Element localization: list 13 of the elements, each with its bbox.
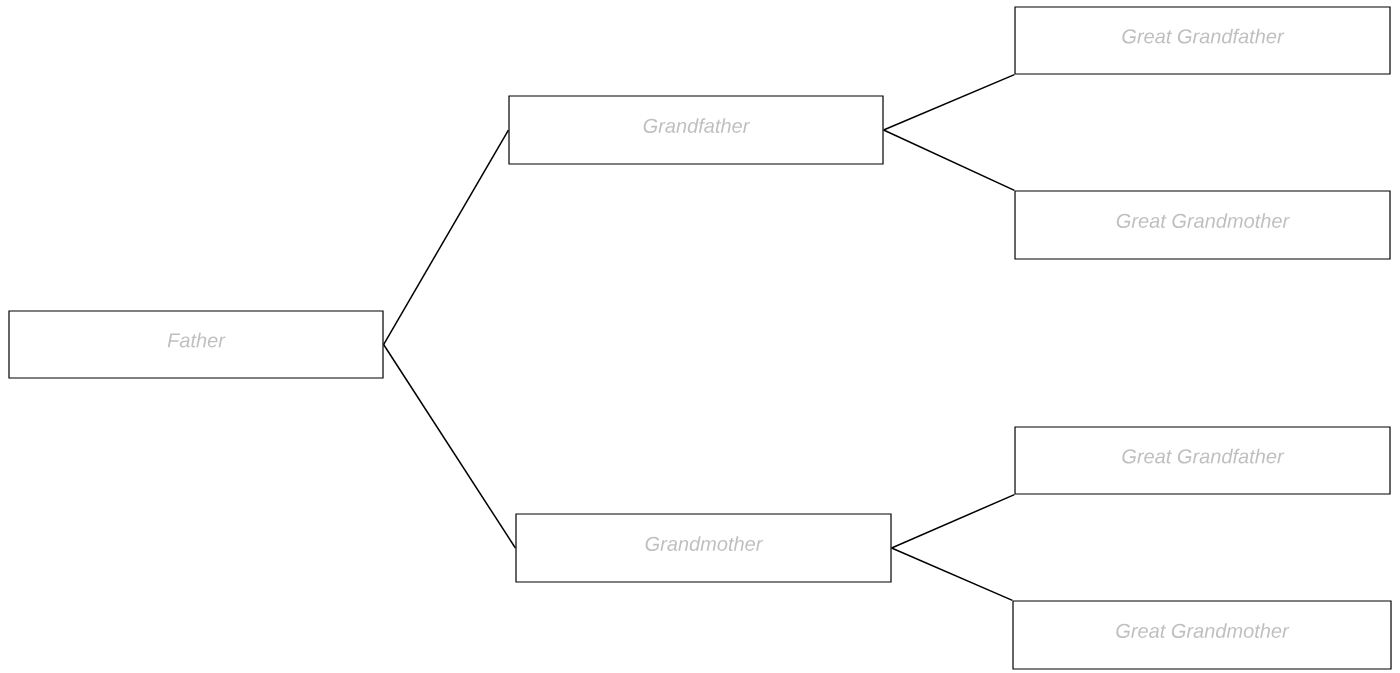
- connector-line: [382, 129, 510, 346]
- connector-line: [890, 493, 1016, 549]
- person-box: Great Grandmother: [1012, 600, 1392, 670]
- connector-line: [890, 547, 1014, 602]
- person-box: Great Grandfather: [1014, 6, 1391, 75]
- person-box: Grandfather: [508, 95, 884, 165]
- connector-line: [882, 129, 1016, 192]
- person-box: Father: [8, 310, 384, 379]
- connector-line: [382, 343, 517, 549]
- connector-line: [882, 73, 1016, 131]
- person-box: Great Grandfather: [1014, 426, 1391, 495]
- person-box: Grandmother: [515, 513, 892, 583]
- person-box: Great Grandmother: [1014, 190, 1391, 260]
